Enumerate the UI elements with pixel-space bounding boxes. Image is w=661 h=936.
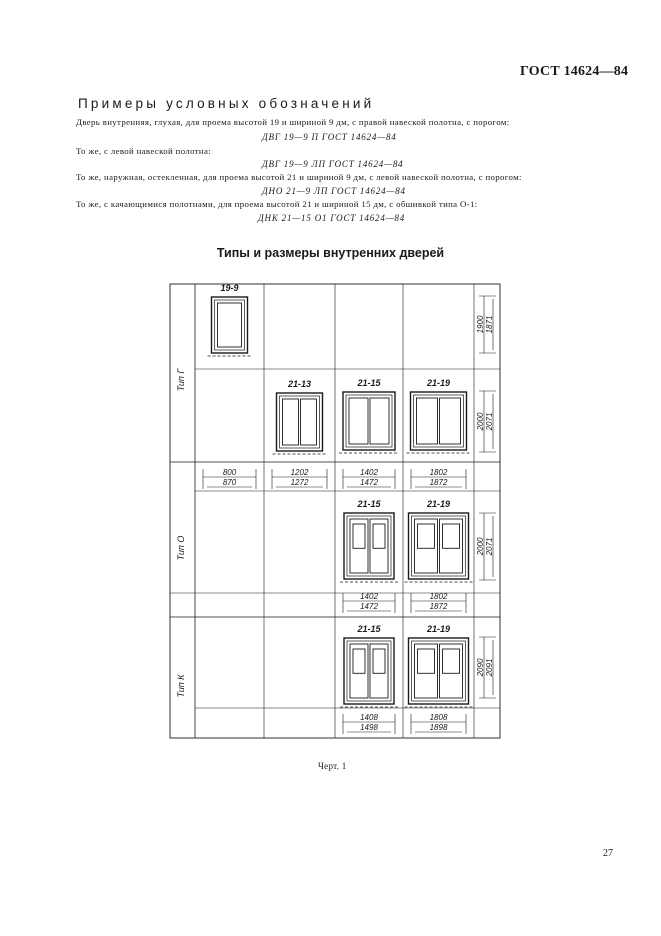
door-leaf-right: [439, 518, 463, 574]
width-dim-inner: 1472: [360, 478, 378, 487]
door-leaf-right: [439, 643, 463, 699]
example-4-code: ДНК 21—15 О1 ГОСТ 14624—84: [258, 213, 406, 223]
section-title: Типы и размеры внутренних дверей: [216, 246, 445, 260]
door-frame-inner: [413, 394, 464, 448]
document-code: ГОСТ 14624—84: [520, 64, 629, 79]
door-mark: 21-13: [287, 379, 311, 389]
example-1-text: Дверь внутренняя, глухая, для проема выс…: [76, 117, 510, 127]
door-frame-inner: [214, 299, 245, 351]
glass-pane: [352, 523, 366, 549]
door-leaf-right: [369, 643, 389, 699]
width-dim-outer: 1202: [291, 468, 309, 477]
door-mark: 21-15: [356, 624, 381, 634]
width-dim-inner: 1498: [360, 723, 378, 732]
width-dim-inner: 1872: [430, 478, 448, 487]
height-dim-outer: 2090: [476, 658, 485, 677]
door-mark: 21-19: [426, 378, 450, 388]
door-frame-outer: [343, 637, 395, 705]
door-frame-inner: [346, 515, 392, 577]
example-4-text: То же, с качающимися полотнами, для прое…: [76, 199, 478, 209]
door-leaf-right: [369, 518, 389, 574]
door-frame-outer: [210, 296, 249, 354]
figure-caption: Черт. 1: [318, 761, 347, 771]
door-frame-inner: [345, 394, 393, 448]
door-frame-inner: [346, 640, 392, 702]
width-dim-inner: 1472: [360, 602, 378, 611]
example-2-code: ДВГ 19—9 ЛП ГОСТ 14624—84: [262, 159, 404, 169]
height-dim-outer: 2000: [476, 412, 485, 431]
glass-pane: [442, 523, 460, 549]
door-leaf-left: [349, 518, 369, 574]
height-dim-outer: 1900: [476, 315, 485, 333]
door-frame-outer: [407, 512, 470, 580]
height-dim-inner: 2071: [485, 538, 494, 557]
width-dim-inner: 1272: [291, 478, 309, 487]
examples-heading: Примеры условных обозначений: [78, 96, 375, 111]
glass-pane: [352, 648, 366, 674]
door-leaf-left: [282, 398, 299, 446]
width-dim-inner: 870: [223, 478, 237, 487]
height-dim-inner: 2091: [485, 659, 494, 678]
door-frame-inner: [411, 515, 466, 577]
width-dim-outer: 1402: [360, 592, 378, 601]
width-dim-outer: 1808: [430, 713, 448, 722]
door-frame-inner: [279, 395, 320, 449]
door-leaf-right: [369, 397, 390, 445]
example-2-text: То же, с левой навеской полотна:: [76, 146, 212, 156]
door-mark: 21-15: [356, 378, 381, 388]
width-dim-outer: 1802: [430, 592, 448, 601]
door-leaf-left: [349, 643, 369, 699]
width-dim-outer: 800: [223, 468, 237, 477]
height-dim-inner: 2071: [485, 413, 494, 432]
width-dim-outer: 1402: [360, 468, 378, 477]
type-label: Тип К: [176, 674, 186, 698]
door-mark: 19-9: [220, 283, 238, 293]
door-leaf-right: [300, 398, 317, 446]
door-leaf: [217, 302, 242, 348]
height-dim-outer: 2000: [476, 537, 485, 556]
door-frame-outer: [409, 391, 468, 451]
width-dim-inner: 1898: [430, 723, 448, 732]
door-mark: 21-15: [356, 499, 381, 509]
width-dim-inner: 1872: [430, 602, 448, 611]
type-label: Тип Г: [176, 368, 186, 392]
door-frame-outer: [342, 391, 396, 451]
width-dim-outer: 1408: [360, 713, 378, 722]
height-dim-inner: 1871: [485, 316, 494, 334]
glass-pane: [442, 648, 460, 674]
door-frame-outer: [343, 512, 395, 580]
door-mark: 21-19: [426, 499, 450, 509]
example-3-text: То же, наружная, остекленная, для проема…: [76, 172, 522, 182]
glass-pane: [372, 523, 386, 549]
door-leaf-left: [348, 397, 369, 445]
door-leaf-left: [414, 518, 438, 574]
door-leaf-left: [414, 643, 438, 699]
door-frame-inner: [411, 640, 466, 702]
example-3-code: ДНО 21—9 ЛП ГОСТ 14624—84: [262, 186, 406, 196]
glass-pane: [372, 648, 386, 674]
door-frame-outer: [275, 392, 324, 452]
door-mark: 21-19: [426, 624, 450, 634]
width-dim-outer: 1802: [430, 468, 448, 477]
door-leaf-left: [416, 397, 438, 445]
type-label: Тип О: [176, 536, 186, 561]
door-leaf-right: [439, 397, 461, 445]
door-frame-outer: [407, 637, 470, 705]
glass-pane: [417, 523, 435, 549]
example-1-code: ДВГ 19—9 П ГОСТ 14624—84: [262, 132, 397, 142]
glass-pane: [417, 648, 435, 674]
page-number: 27: [603, 848, 613, 859]
